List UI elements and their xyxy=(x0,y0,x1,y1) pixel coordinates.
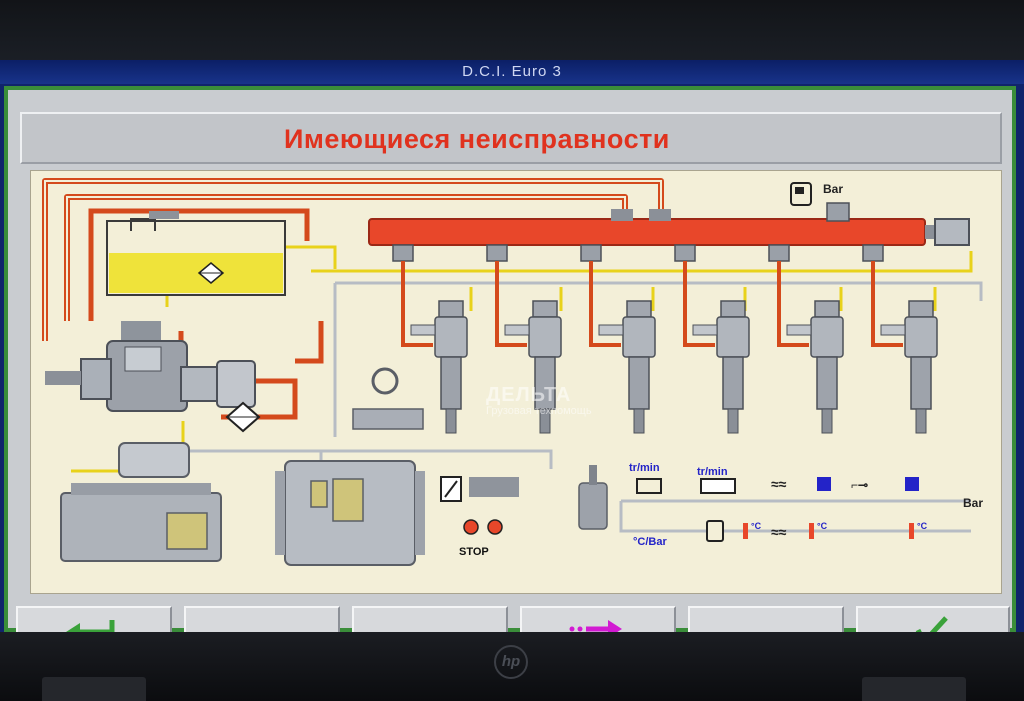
laptop-hinge-left xyxy=(42,677,146,701)
window-title: D.C.I. Euro 3 xyxy=(0,60,1024,84)
fuel-filter xyxy=(225,401,261,433)
laptop-bezel-bottom: hp xyxy=(0,632,1024,701)
engine-speed-label-1: tr/min xyxy=(629,462,660,474)
laptop-hinge-right xyxy=(862,677,966,701)
oil-temp-unit: °C xyxy=(917,521,928,531)
fuel-system-diagram: Bar xyxy=(30,170,1002,594)
fuel-temp-unit: °C xyxy=(751,521,762,531)
stop-lamp-label: STOP xyxy=(459,546,489,558)
injector xyxy=(580,244,656,434)
injector xyxy=(674,244,750,434)
high-pressure-pump xyxy=(45,321,256,412)
injectors-group xyxy=(392,244,938,434)
screen: D.C.I. Euro 3 Имеющиеся неисправности xyxy=(0,60,1024,652)
heading-panel: Имеющиеся неисправности xyxy=(20,112,1002,164)
rail-pressure-label: Bar xyxy=(823,182,843,196)
svg-text:⌐⊸: ⌐⊸ xyxy=(851,478,868,492)
temp-pressure-label: °C/Bar xyxy=(633,536,667,548)
injector xyxy=(392,244,468,434)
coolant-temp-unit: °C xyxy=(817,521,828,531)
laptop-bezel-top xyxy=(0,0,1024,62)
svg-text:≈≈: ≈≈ xyxy=(771,524,787,540)
app-window: Имеющиеся неисправности xyxy=(4,86,1016,652)
fuel-tank xyxy=(106,211,286,296)
common-rail: Bar xyxy=(368,182,970,246)
injector xyxy=(862,244,938,434)
oil-pressure-label: Bar xyxy=(963,496,983,510)
app-window-content: Имеющиеся неисправности xyxy=(8,90,1012,652)
injector xyxy=(486,244,562,434)
page-title: Имеющиеся неисправности xyxy=(284,124,670,154)
engine-speed-label-2: tr/min xyxy=(697,466,728,478)
hp-logo: hp xyxy=(494,645,528,679)
sensor-icons: tr/min tr/min ≈≈ ⌐⊸ °C/Bar °C ≈≈ xyxy=(629,462,983,548)
sensors-area: STOP xyxy=(60,367,608,566)
svg-text:≈≈: ≈≈ xyxy=(771,476,787,492)
injector xyxy=(768,244,844,434)
